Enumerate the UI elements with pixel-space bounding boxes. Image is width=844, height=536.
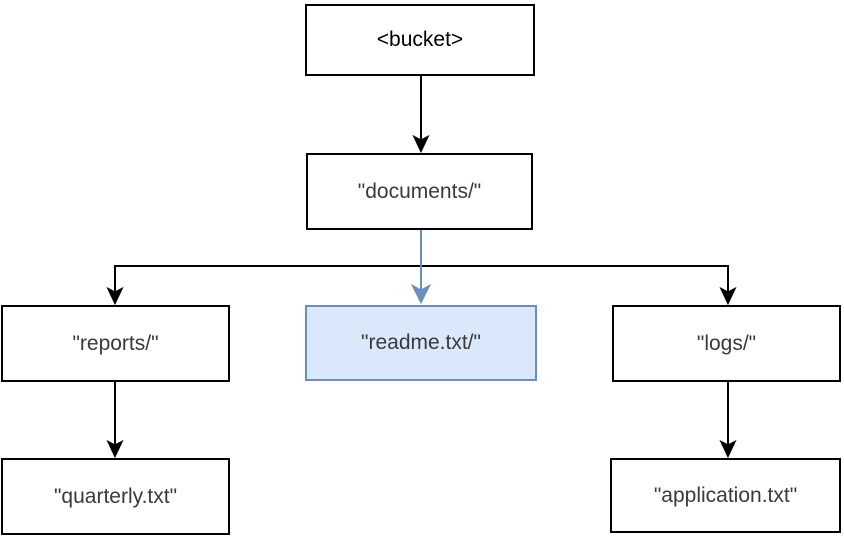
edge-reports-quarterly [106, 382, 124, 459]
node-bucket: <bucket> [305, 4, 535, 76]
node-documents: "documents/" [306, 153, 533, 230]
edge-documents-logs [420, 230, 737, 306]
edge-documents-reports [106, 230, 422, 306]
node-quarterly-txt: "quarterly.txt" [1, 458, 230, 535]
node-logs: "logs/" [612, 305, 841, 382]
node-readme-txt-highlighted: "readme.txt/" [305, 305, 537, 381]
node-reports: "reports/" [1, 305, 230, 382]
node-label: "reports/" [72, 331, 159, 355]
node-label: <bucket> [376, 28, 464, 51]
edge-documents-readme [410, 230, 432, 305]
node-label: "quarterly.txt" [53, 484, 178, 508]
node-label: "documents/" [357, 179, 482, 203]
node-label: "application.txt" [653, 483, 798, 507]
node-application-txt: "application.txt" [610, 458, 841, 533]
edge-bucket-documents [412, 76, 430, 154]
edge-logs-application [719, 382, 737, 459]
node-label: "logs/" [696, 331, 757, 355]
node-label: "readme.txt/" [361, 331, 481, 354]
